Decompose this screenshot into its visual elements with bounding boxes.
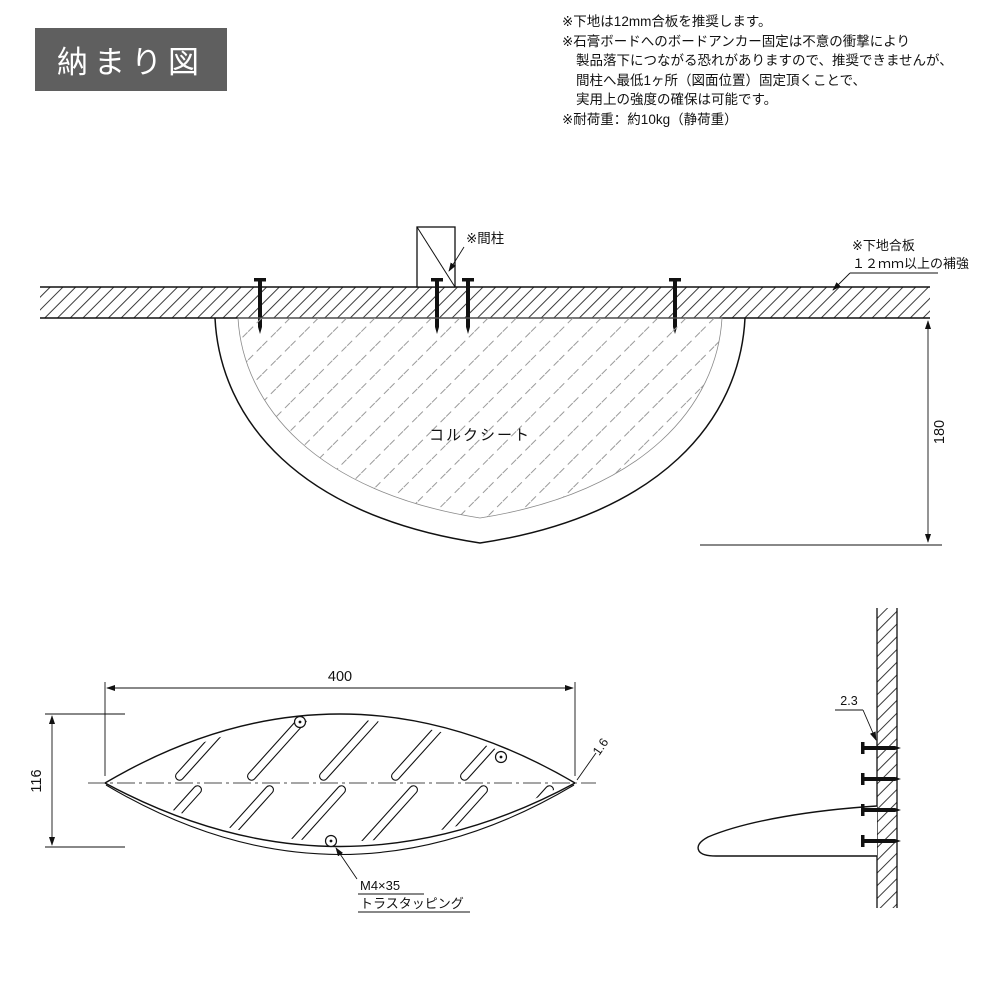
screw-spec-text-2: トラスタッピング [360,896,464,911]
shelf-profile [697,805,878,857]
plan-view: 400 116 1.6 M4×35 トラスタッピング [29,669,611,913]
section-view: コルクシート ※間柱 ※下地合板 １２ｍｍ以上の補強 180 [40,226,969,546]
leader-line [862,709,877,741]
leader-line [448,246,465,272]
stud [416,226,456,288]
screw-spec-callout: M4×35 トラスタッピング [335,847,470,913]
screw-icon [861,835,901,847]
dimension-text: 116 [29,769,45,792]
leader-line [832,272,851,291]
stud-callout: ※間柱 [448,231,504,272]
screw-hole-icon [494,750,508,764]
cork-sheet-label: コルクシート [429,427,531,444]
shelf-outline [214,317,746,544]
note-line-6: ※耐荷重：約10kg（静荷重） [562,111,738,127]
note-line-1: ※下地は12mm合板を推奨します。 [562,14,772,29]
leader-line [335,847,358,880]
stud-label: ※間柱 [466,231,504,246]
dimension-text: 1.6 [590,736,611,758]
plan-outline-top [104,713,576,784]
notes-block: ※下地は12mm合板を推奨します。 ※石膏ボードへのボードアンカー固定は不意の衝… [562,12,953,129]
wall-hatch [40,287,930,318]
screw-hole-icon [324,834,338,848]
note-line-2: ※石膏ボードへのボードアンカー固定は不意の衝撃により [562,33,911,49]
note-line-4: 間柱へ最低1ヶ所（図面位置）固定頂くことで、 [576,72,867,88]
side-view: 2.3 [697,608,901,908]
screw-hole-icon [293,715,307,729]
dimension-width-400: 400 [104,669,576,776]
page-title: 納まり図 [35,28,227,91]
screw-icon [861,804,901,816]
backing-callout: ※下地合板 １２ｍｍ以上の補強 [832,238,969,291]
screw-icon [861,773,901,785]
dimension-text: 2.3 [840,694,857,708]
dimension-depth-116: 116 [29,713,125,848]
side-wall-hatch [877,608,897,908]
note-line-5: 実用上の強度の確保は可能です。 [576,92,778,107]
screw-icon [861,742,901,754]
backing-label-2: １２ｍｍ以上の補強 [852,256,969,271]
dimension-plate-2-3: 2.3 [835,694,877,741]
note-line-3: 製品落下につながる恐れがありますので、推奨できませんが、 [576,53,953,68]
backing-label-1: ※下地合板 [852,238,915,253]
dimension-text: 180 [932,420,948,444]
plan-outline-bottom [104,782,576,848]
cork-sheet [237,317,723,519]
thickness-callout-1-6: 1.6 [576,736,611,781]
leader-line [576,752,597,781]
screw-spec-text-1: M4×35 [360,878,400,893]
dimension-text: 400 [328,669,352,685]
dimension-height-180: 180 [700,320,948,546]
